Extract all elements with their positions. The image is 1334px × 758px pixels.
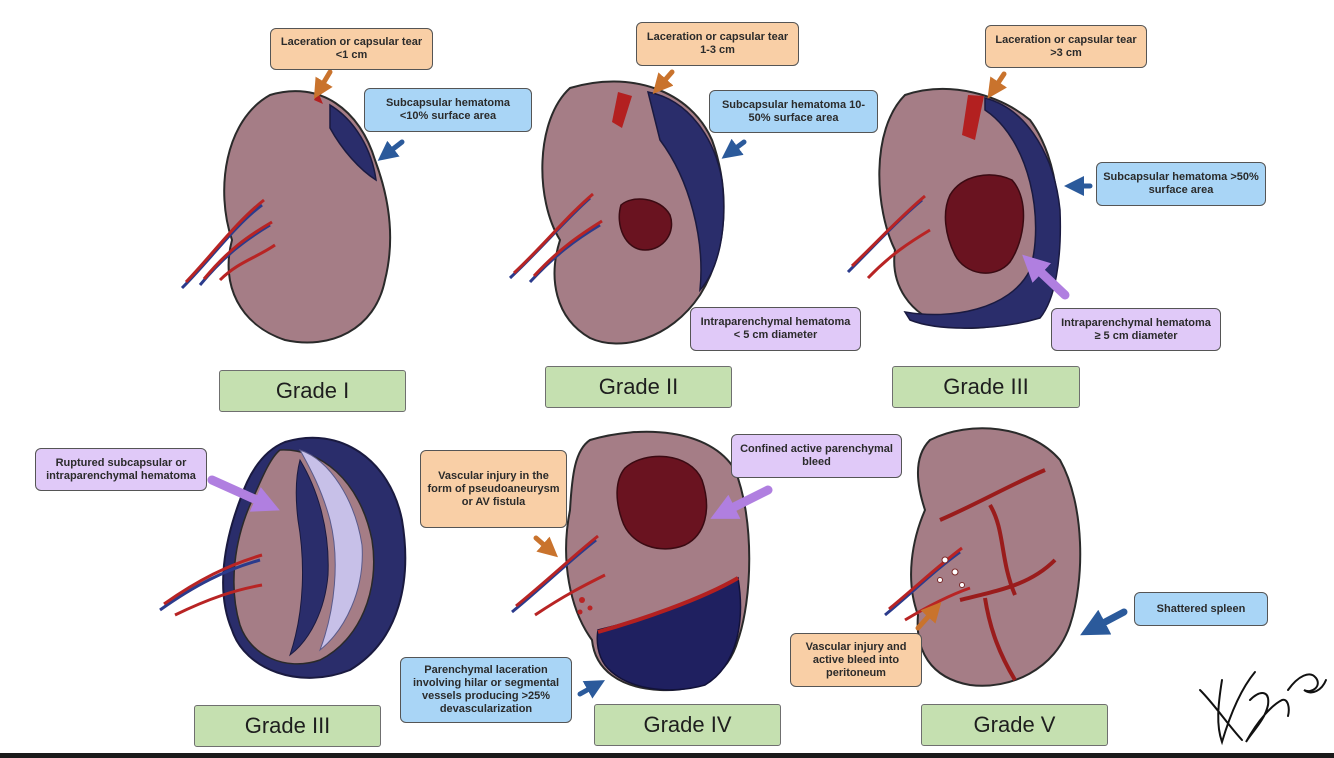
bleed-drops-4: [577, 597, 593, 615]
hilar-vessels-3: [846, 194, 931, 280]
bottom-rule: [0, 753, 1334, 758]
label-ruptured-grade-3: Ruptured subcapsular or intraparenchymal…: [35, 448, 207, 491]
label-bleed-grade-4: Confined active parenchymal bleed: [731, 434, 902, 478]
shattered-fractures: [939, 468, 1057, 682]
active-parenchymal-bleed: [616, 455, 708, 550]
spleen-grade-2: [508, 80, 725, 345]
ruptured-hematoma-inner: [298, 449, 363, 652]
arrow-vascular-5: [915, 602, 942, 631]
arrow-laceration-4: [577, 680, 605, 699]
label-intraparenchymal-grade-3: Intraparenchymal hematoma ≥ 5 cm diamete…: [1051, 308, 1221, 351]
grade-box-2: Grade II: [545, 366, 732, 408]
subcapsular-hematoma-small: [329, 103, 377, 182]
label-shattered-grade-5: Shattered spleen: [1134, 592, 1268, 626]
arrow-ruptured: [207, 475, 280, 512]
spleen-grade-1: [180, 90, 392, 344]
arrow-laceration-1: [313, 69, 333, 99]
grade-box-3b: Grade III: [194, 705, 381, 747]
arrow-shattered: [1080, 608, 1128, 636]
spleen-grade-3a: [846, 88, 1062, 329]
label-hematoma-grade-2: Subcapsular hematoma 10-50% surface area: [709, 90, 878, 133]
hilar-vessels-6: [884, 546, 971, 622]
arrow-vascular-4: [533, 535, 559, 558]
subcapsular-hematoma-medium: [646, 91, 725, 293]
arrows: [207, 69, 1128, 699]
grade-box-5: Grade V: [921, 704, 1108, 746]
label-laceration-grade-4: Parenchymal laceration involving hilar o…: [400, 657, 572, 723]
signature: [1199, 671, 1327, 746]
arrow-intraparenchymal-3: [1022, 254, 1070, 300]
grade-box-3a: Grade III: [892, 366, 1080, 408]
arrow-laceration-3: [987, 71, 1007, 99]
hilar-vessels-1: [180, 198, 276, 290]
ruptured-track: [289, 458, 329, 657]
arrow-laceration-2: [652, 69, 675, 95]
hilar-vessels-4: [159, 553, 263, 617]
bleed-drops-5: [937, 556, 965, 588]
label-vascular-grade-4: Vascular injury in the form of pseudoane…: [420, 450, 567, 528]
label-laceration-grade-2: Laceration or capsular tear 1-3 cm: [636, 22, 799, 66]
arrow-bleed-4: [710, 485, 773, 519]
label-hematoma-grade-1: Subcapsular hematoma <10% surface area: [364, 88, 532, 132]
label-vascular-grade-5: Vascular injury and active bleed into pe…: [790, 633, 922, 687]
hilar-vessels-5: [511, 534, 606, 617]
laceration-medium: [612, 92, 632, 128]
label-intraparenchymal-grade-2: Intraparenchymal hematoma < 5 cm diamete…: [690, 307, 861, 351]
intraparenchymal-hematoma-small: [618, 198, 673, 251]
spleen-grade-5: [884, 427, 1082, 687]
arrow-hematoma-2: [721, 138, 747, 159]
subcapsular-hematoma-large: [903, 97, 1062, 329]
label-laceration-grade-1: Laceration or capsular tear <1 cm: [270, 28, 433, 70]
hilar-vessels-2: [508, 192, 603, 284]
label-laceration-grade-3: Laceration or capsular tear >3 cm: [985, 25, 1147, 68]
spleen-grade-4: [511, 430, 751, 692]
label-hematoma-grade-3: Subcapsular hematoma >50% surface area: [1096, 162, 1266, 206]
parenchymal-laceration: [597, 576, 740, 634]
grade-box-1: Grade I: [219, 370, 406, 412]
arrow-hematoma-1: [377, 139, 405, 161]
intraparenchymal-hematoma-large: [944, 174, 1025, 274]
laceration-large: [962, 95, 984, 140]
grade-box-4: Grade IV: [594, 704, 781, 746]
